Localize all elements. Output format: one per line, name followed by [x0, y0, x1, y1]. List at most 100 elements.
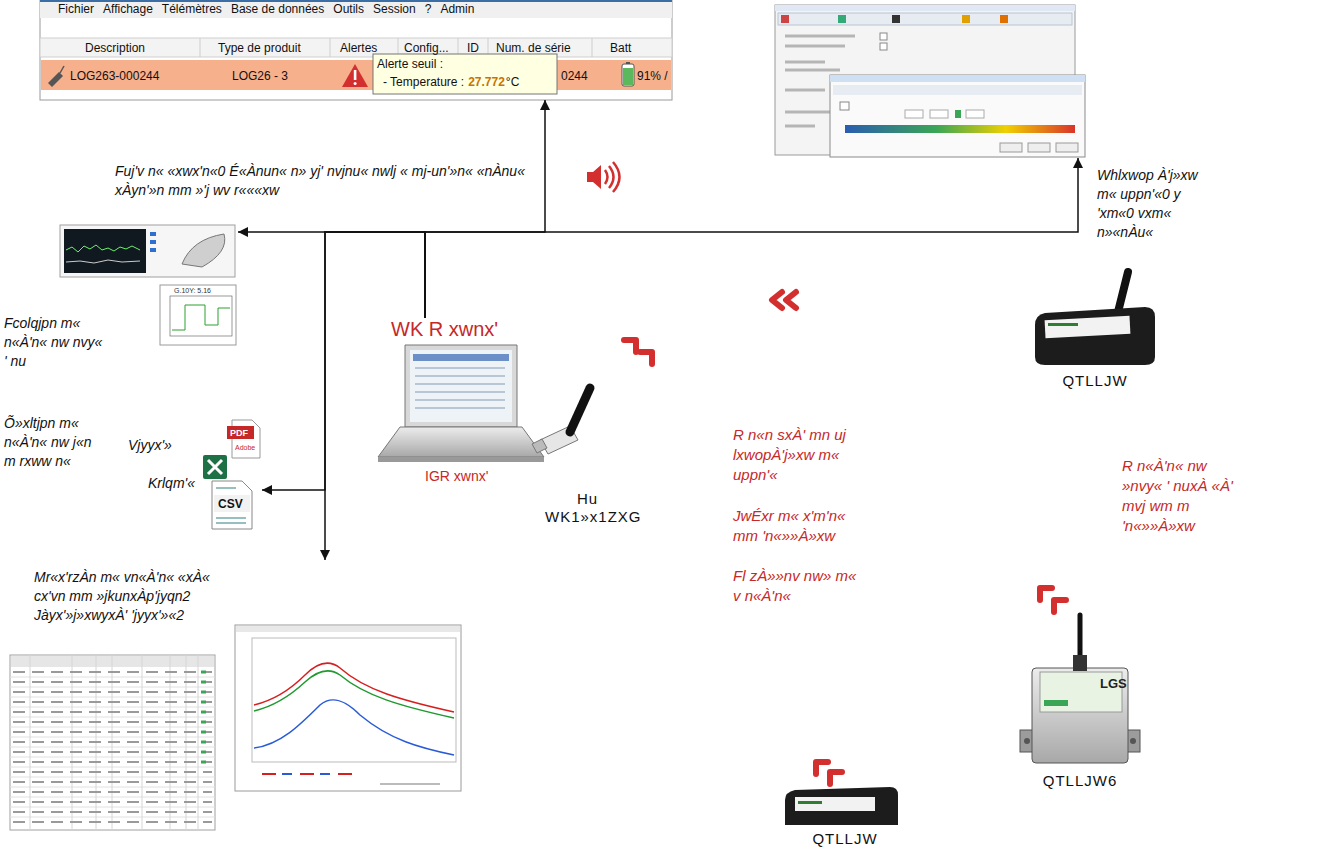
pdf-file-icon: [227, 426, 254, 439]
table-cell: LOG263-000244: [70, 69, 159, 83]
curves-chart: [235, 625, 461, 791]
software-screenshot: [40, 0, 672, 100]
config-screenshot: [845, 125, 1075, 133]
caption: Õ»xltjpn m« n«À'n« nw j«n m rxww n«: [4, 414, 104, 471]
software-screenshot: [60, 66, 64, 73]
column-header: Config...: [404, 41, 449, 55]
radio-signal-icon: [816, 762, 842, 784]
data-table: [201, 672, 206, 762]
file-icon-label: PDF: [230, 428, 248, 438]
config-screenshot: [1056, 143, 1078, 152]
wireless-logger: QTLLJW6: [1025, 772, 1135, 790]
connector-arrow: [425, 158, 1078, 318]
menu-item: Session: [373, 2, 416, 16]
column-header: Type de produit: [218, 41, 301, 55]
radio-signal-icon: [772, 292, 796, 308]
table-cell: 0244: [561, 69, 588, 83]
callout-note: JwÉxr m« x'm'n« mm 'n«»»À»xw: [733, 506, 865, 546]
curves-chart: [254, 663, 454, 712]
config-screenshot: [1028, 143, 1050, 152]
config-screenshot: [892, 15, 900, 23]
menu-item: Affichage: [103, 2, 153, 16]
data-table: [13, 672, 212, 822]
chart-screenshot: [64, 229, 146, 273]
excel-file-icon: [203, 455, 227, 479]
connector-arrow: [325, 232, 425, 560]
curves-chart: [262, 773, 352, 775]
wireless-logger-device: [1024, 738, 1030, 744]
config-screenshot: [781, 15, 789, 23]
wireless-logger-device: [1035, 307, 1155, 365]
node-subtitle: IGR xwnx': [425, 468, 540, 485]
alarm-speaker-icon: [587, 162, 620, 192]
wireless-logger-device: [795, 797, 875, 811]
laptop-pc: [410, 350, 512, 422]
config-screenshot: [838, 15, 846, 23]
software-screenshot: [40, 0, 672, 18]
config-screenshot: [955, 110, 961, 118]
chart-screenshot: [182, 234, 225, 267]
config-screenshot: [966, 110, 984, 118]
export-files: Õ»xltjpn m« n«À'n« nw j«n m rxww n« Vjyyx…: [4, 410, 262, 545]
table-cell: LOG26 - 3: [232, 69, 288, 83]
config-screenshot: [962, 15, 970, 23]
chart-screenshot: [150, 240, 156, 244]
menu-item: Admin: [440, 2, 474, 16]
connector-arrow: [425, 100, 545, 318]
software-screenshot: [40, 38, 672, 57]
chart-screenshot: [66, 245, 140, 252]
laptop-pc: [413, 354, 509, 361]
connector-arrow: [238, 232, 425, 318]
software-screenshot: [342, 64, 368, 87]
menu-item: Base de données: [231, 2, 324, 16]
caption: Whlxwop À'j»xw m« uppn'«0 y 'xm«0 vxm« n…: [1097, 166, 1209, 242]
config-screenshot: [830, 75, 1085, 157]
software-screenshot: [626, 62, 630, 64]
laptop-pc: [378, 427, 544, 457]
device-plate-text: LGS: [1100, 677, 1127, 691]
software-screenshot: [622, 64, 634, 86]
caption: Fcolqjpn m« n«À'n« nw nvy« ' nu: [4, 314, 104, 371]
radio-signal-icon: [1040, 588, 1066, 612]
wireless-logger-device: [1045, 316, 1131, 338]
pdf-file-icon: [227, 420, 260, 458]
excel-file-icon: [208, 460, 222, 474]
config-screenshot: [1000, 143, 1022, 152]
csv-file-icon: [212, 481, 252, 529]
software-screenshot: [354, 70, 357, 80]
callout-note: R n«À'n« nw »nvy« ' nuxÀ «À' mvj wm m 'n…: [1122, 456, 1250, 536]
chart-screenshot: [150, 232, 156, 236]
axis-readout: G.10Y: 5.16: [174, 287, 211, 295]
column-header: Alertes: [340, 41, 377, 55]
usb-radio-dongle: [532, 388, 590, 454]
device-label: Hu WK1»x1ZXG: [545, 490, 630, 526]
wireless-logger-device: [1035, 272, 1155, 365]
callout-note: Fl zÀ»»nv nw» m« v n«À'n«: [733, 566, 865, 606]
device-label: QTLLJW: [790, 830, 900, 848]
curves-window: Mr«x'rzÀn m« vn«À'n« «xÀ« cx'vn mm »jkun…: [8, 560, 462, 832]
curves-chart: [252, 638, 456, 762]
config-screenshot: [880, 43, 887, 50]
curves-chart: [254, 671, 454, 718]
laptop-pc: [378, 457, 544, 462]
usb-radio-dongle: [532, 439, 547, 453]
file-label: Vjyyx'»: [128, 436, 198, 455]
curves-chart: [254, 700, 454, 755]
alarm-speaker-icon: [605, 162, 620, 192]
wireless-logger-device: [1048, 323, 1078, 326]
config-screenshot: [775, 5, 1085, 157]
menu-item: ?: [425, 2, 432, 16]
chart-window: Fcolqjpn m« n«À'n« nw nvy« ' nu: [4, 222, 238, 372]
curves-chart: [380, 783, 440, 785]
device-label: QTLLJW: [1045, 372, 1145, 390]
config-screenshot: [905, 110, 923, 118]
config-screenshot: [840, 102, 849, 110]
chart-screenshot: [66, 260, 140, 263]
wireless-logger-device: [1032, 668, 1128, 763]
config-screenshot: [1000, 15, 1008, 23]
wireless-logger-device: [1044, 700, 1068, 706]
laptop-pc: [378, 345, 544, 462]
chart-screenshot: [170, 296, 232, 336]
